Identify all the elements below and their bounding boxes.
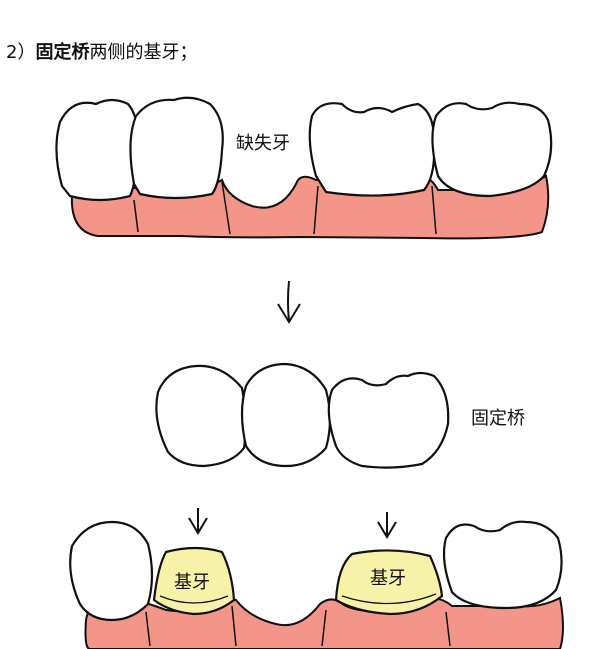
top-jaw [55,96,553,240]
bridge-crown-2 [240,362,332,468]
top-tooth-1 [55,98,140,202]
left-arrow-icon [188,508,208,535]
abutment-left-label: 基牙 [174,572,210,593]
abutment-right-label: 基牙 [370,568,406,589]
heading-rest: 两侧的基牙； [89,42,198,63]
bottom-jaw [69,520,564,649]
bottom-tooth-left [69,520,154,622]
fixed-bridge [155,362,450,469]
down-arrow-icon [277,280,301,324]
bottom-tooth-right [442,520,563,610]
top-tooth-3 [308,102,436,197]
missing-tooth-label: 缺失牙 [236,133,290,154]
bridge-crown-3 [327,371,450,469]
heading-bold-term: 固定桥 [35,42,90,63]
right-arrow-icon [377,512,397,539]
heading-number: 2） [6,42,36,63]
top-tooth-2 [129,96,224,200]
abutment-right [334,549,444,616]
abutment-left [152,546,236,616]
bridge-crown-1 [155,364,247,468]
section-heading: 2）固定桥两侧的基牙； [6,38,197,64]
top-tooth-4 [431,101,553,198]
fixed-bridge-label: 固定桥 [471,408,525,429]
